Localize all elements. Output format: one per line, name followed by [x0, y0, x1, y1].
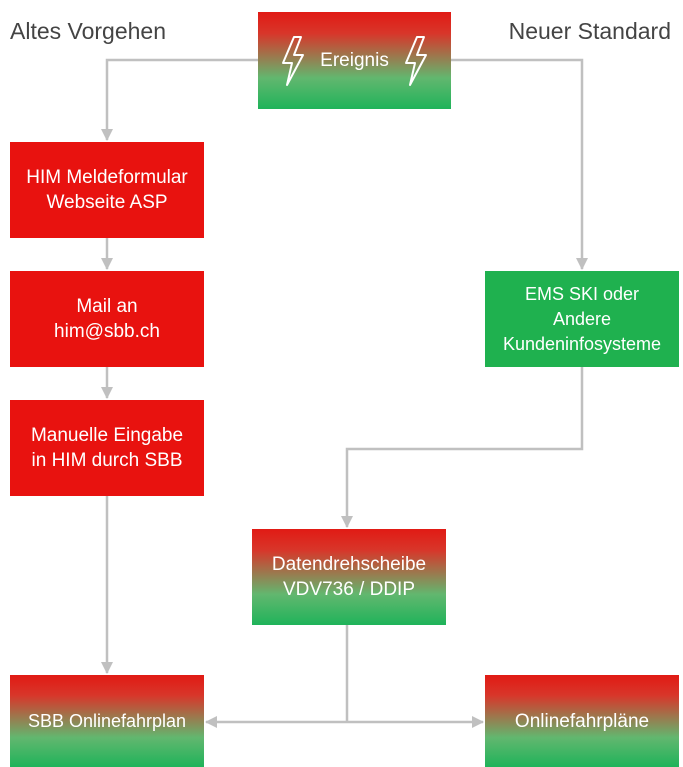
sbb-online-timetable-node: SBB Onlinefahrplan: [10, 675, 204, 767]
mail-line-2: him@sbb.ch: [54, 321, 160, 342]
mail-line-1: Mail an: [76, 296, 138, 317]
him-form-node: HIM Meldeformular Webseite ASP: [10, 142, 204, 238]
ems-node: EMS SKI oder Andere Kundeninfosysteme: [485, 271, 679, 367]
ems-line-3: Kundeninfosysteme: [502, 333, 662, 354]
sbb-online-label: SBB Onlinefahrplan: [27, 710, 187, 731]
data-hub-node: Datendrehscheibe VDV736 / DDIP: [252, 529, 446, 625]
left-column-heading: Altes Vorgehen: [10, 18, 167, 44]
hub-line-2: VDV736 / DDIP: [283, 579, 415, 600]
connector-event-to-ems: [451, 58, 588, 270]
mail-node: Mail an him@sbb.ch: [10, 271, 204, 367]
hub-line-1: Datendrehscheibe: [271, 554, 427, 575]
lightning-bolt-icon: [404, 35, 427, 86]
right-column-heading: Neuer Standard: [508, 18, 671, 44]
ems-line-2: Andere: [552, 308, 612, 329]
him-form-line-1: HIM Meldeformular: [26, 167, 188, 188]
online-label: Onlinefahrpläne: [514, 710, 650, 732]
ems-line-1: EMS SKI oder: [524, 283, 640, 304]
online-timetables-node: Onlinefahrpläne: [485, 675, 679, 767]
lightning-bolt-icon: [282, 35, 305, 86]
manual-line-2: in HIM durch SBB: [31, 450, 183, 471]
event-label: Ereignis: [320, 50, 389, 71]
connector-event-to-him-form: [101, 58, 258, 141]
event-node: Ereignis: [258, 12, 451, 109]
connector-ems-to-hub: [341, 367, 584, 528]
him-form-line-2: Webseite ASP: [46, 192, 168, 213]
manual-entry-node: Manuelle Eingabe in HIM durch SBB: [10, 400, 204, 496]
manual-line-1: Manuelle Eingabe: [30, 425, 184, 446]
